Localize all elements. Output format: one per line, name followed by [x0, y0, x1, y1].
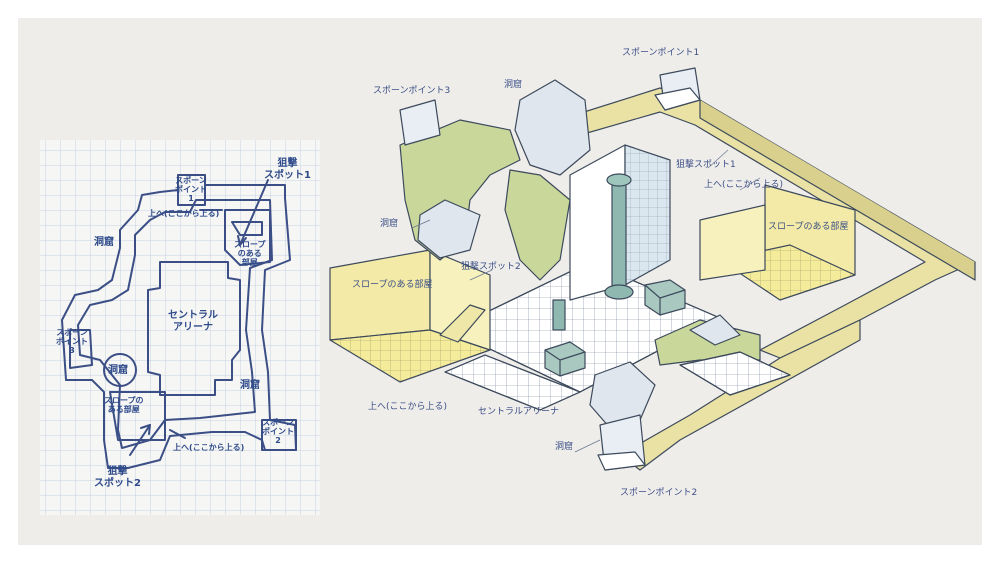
sketch-label-spawn3: スポーン ポイント 3 [56, 328, 88, 356]
sketch-label-slope-room-right: スロープ のある 部屋 [234, 240, 266, 268]
sketch-label-up-top: 上へ(ここから上る) [148, 209, 220, 218]
sketch-map [40, 140, 320, 515]
iso-label-up-right: 上へ(ここから上る) [704, 180, 784, 190]
iso-label-sniper1: 狙撃スポット1 [676, 160, 736, 170]
sketch-label-cave-top: 洞窟 [94, 237, 114, 248]
iso-lower-corridor [619, 319, 861, 471]
iso-label-spawn2: スポーンポイント2 [620, 488, 698, 498]
sketch-label-cave-right: 洞窟 [240, 380, 260, 391]
iso-label-up-left: 上へ(ここから上る) [368, 402, 448, 412]
iso-label-cave-left: 洞窟 [380, 219, 399, 229]
iso-label-cave-top: 洞窟 [504, 80, 523, 90]
sketch-label-central-arena: セントラル アリーナ [168, 310, 218, 333]
sketch-label-spawn1: スポーン ポイント 1 [175, 176, 207, 204]
iso-label-spawn1: スポーンポイント1 [622, 48, 700, 58]
sketch-label-sniper1: 狙撃 スポット1 [264, 158, 311, 181]
sketch-sniper1-arrow [239, 179, 269, 246]
iso-pillar [611, 179, 627, 291]
sketch-label-cave-mid: 洞窟 [108, 365, 128, 376]
sketch-central-arena [147, 261, 241, 396]
iso-cave-top [514, 79, 591, 176]
iso-label-cave-bottom: 洞窟 [555, 442, 574, 452]
sketch-label-slope-room-left: スロープの ある部屋 [104, 396, 144, 415]
sketch-label-sniper2: 狙撃 スポット2 [94, 466, 141, 489]
iso-label-slope-room-left: スロープのある部屋 [352, 280, 433, 290]
iso-map [329, 67, 976, 471]
sketch-slope-room-right [224, 209, 271, 266]
iso-slope-room-left-floor [329, 329, 491, 383]
iso-spawn3-box [399, 99, 441, 146]
sketch-spawn1-box [177, 174, 206, 206]
sketch-spawn2-box [261, 419, 297, 451]
iso-cave-left [417, 199, 481, 259]
iso-label-central-arena: セントラルアリーナ [478, 407, 560, 417]
sketch-cave-circle [103, 353, 137, 387]
sketch-sniper2-arrow [129, 424, 151, 456]
sketch-label-up-bottom: 上へ(ここから上る) [173, 443, 245, 452]
iso-label-slope-room-right: スロープのある部屋 [768, 222, 849, 232]
sketch-label-spawn2: スポーン ポイント 2 [262, 418, 294, 446]
sketch-outer-wall [61, 174, 297, 469]
iso-label-spawn3: スポーンポイント3 [373, 86, 451, 96]
sketch-slope-room-left [109, 391, 166, 441]
iso-crates [644, 279, 686, 316]
iso-label-sniper2: 狙撃スポット2 [461, 262, 521, 272]
